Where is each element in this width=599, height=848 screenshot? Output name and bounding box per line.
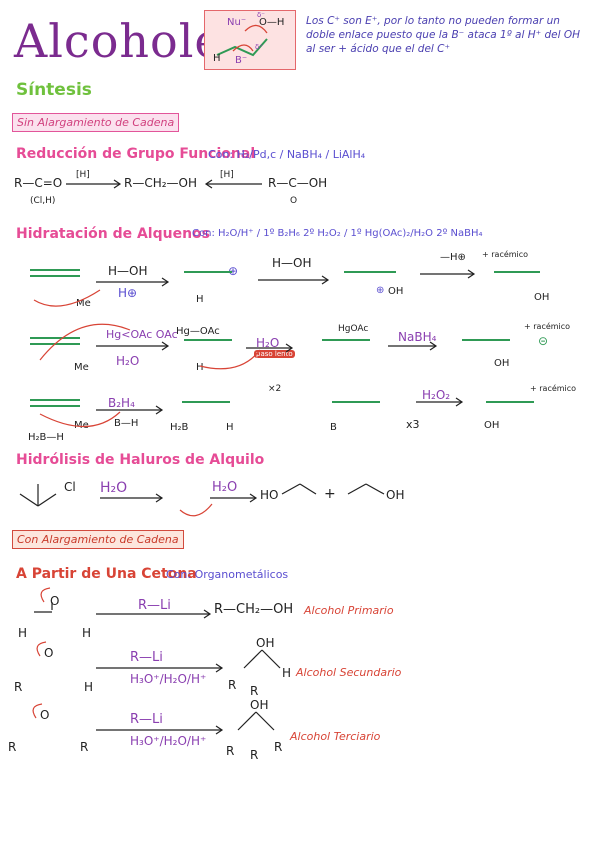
row3-x2: ×2	[268, 384, 282, 394]
row1-me-start: Me	[76, 298, 91, 309]
alcohol-middle: R—CH₂—OH	[124, 176, 198, 190]
reduccion-heading: Reducción de Grupo Funcional	[16, 146, 256, 162]
row1-oh-final: OH	[534, 292, 550, 303]
hidrolisis-product1: HO	[260, 488, 279, 502]
c3-r-prod1: R	[226, 744, 235, 758]
section-sin-alargamiento: Sin Alargamiento de Cadena	[12, 113, 180, 132]
row2-racemico: + racémico	[524, 322, 571, 331]
c2-workup: H₃O⁺/H₂O/H⁺	[130, 672, 207, 686]
row1-oxonium-plus: ⊕	[376, 285, 385, 296]
hidrolisis-reagent2: H₂O	[212, 480, 238, 495]
row3-x3: x3	[406, 418, 420, 431]
row2-oh: OH	[494, 358, 510, 369]
row2-reagent-top: Hg<OAc OAc	[106, 328, 178, 341]
cetona-heading: A Partir de Una Cetona	[16, 566, 197, 582]
delta-plus: δ⁺	[255, 43, 263, 51]
row3-racemico: + racémico	[530, 384, 577, 393]
aldehyde-substituent: (Cl,H)	[30, 196, 56, 206]
c2-oh: OH	[256, 636, 275, 650]
row2-paso-lento: paso lento	[254, 350, 295, 358]
c2-r-prod2: R	[250, 684, 259, 698]
row1-carbocation-plus: ⊕	[228, 264, 239, 278]
row2-reagent-bottom: H₂O	[116, 354, 140, 368]
c2-h-prod: H	[282, 666, 292, 680]
c3-oh: OH	[250, 698, 269, 712]
row2-hg-oac: Hg—OAc	[176, 326, 220, 337]
c2-o: O	[44, 646, 54, 660]
c3-label: Alcohol Terciario	[290, 730, 381, 743]
acid-right: R—C—OH	[268, 176, 328, 190]
delta-minus-o: δ⁻	[257, 11, 265, 19]
row1-reagent2: H—OH	[272, 256, 312, 270]
c3-r-prod3: R	[274, 740, 283, 754]
row3-reagent: B₂H₄	[108, 396, 135, 410]
c2-r1: R	[14, 680, 23, 694]
row3-b-h: B—H	[114, 418, 139, 429]
row3-oh: OH	[484, 420, 500, 431]
row2-nabh4: NaBH₄	[398, 330, 437, 344]
sintesis-heading: Síntesis	[16, 80, 92, 100]
hidrolisis-plus: +	[324, 486, 336, 502]
row2-me: Me	[74, 362, 89, 373]
row2-minus: ⊝	[538, 334, 549, 348]
row3-h2o2: H₂O₂	[422, 388, 451, 402]
hidratacion-conditions: Con: H₂O/H⁺ / 1º B₂H₆ 2º H₂O₂ / 1º Hg(OA…	[192, 228, 483, 239]
mechanism-note: Los C⁺ son E⁺, por lo tanto no pueden fo…	[306, 15, 581, 55]
row2-h: H	[196, 362, 204, 373]
c2-h: H	[84, 680, 94, 694]
c3-workup: H₃O⁺/H₂O/H⁺	[130, 734, 207, 748]
oh-label: O—H	[259, 17, 285, 28]
row3-me: Me	[74, 420, 89, 431]
row1-racemico: + racémico	[482, 250, 529, 259]
c2-reagent: R—Li	[130, 650, 163, 665]
cetona-conditions: Con: Organometálicos	[166, 568, 289, 581]
row1-oh-plus: OH	[388, 286, 404, 297]
c1-label: Alcohol Primario	[304, 604, 394, 617]
c1-h1: H	[18, 626, 28, 640]
row2-hgoac-product: HgOAc	[338, 324, 369, 334]
c3-r1: R	[8, 740, 17, 754]
reduccion-arrow1-label: [H]	[76, 170, 90, 180]
acid-carbonyl-o: O	[290, 196, 298, 206]
c2-r-prod1: R	[228, 678, 237, 692]
c2-label: Alcohol Secundario	[296, 666, 402, 679]
row3-h2b-h: H₂B—H	[28, 432, 64, 443]
reduccion-arrow2-label: [H]	[220, 170, 234, 180]
hidrolisis-product2: OH	[386, 488, 405, 502]
row1-reagent-bottom: H⊕	[118, 286, 138, 300]
section-con-alargamiento: Con Alargamiento de Cadena	[12, 530, 184, 549]
hidratacion-heading: Hidratación de Alquenos	[16, 226, 211, 242]
row3-b: B	[330, 422, 337, 433]
c1-h2: H	[82, 626, 92, 640]
row3-h2b: H₂B	[170, 422, 189, 433]
mechanism-box: Nu⁻ O—H δ⁻ δ⁺ H B⁻	[204, 10, 296, 70]
row3-h: H	[226, 422, 234, 433]
hidrolisis-cl: Cl	[64, 480, 76, 494]
c3-r2: R	[80, 740, 89, 754]
c3-reagent: R—Li	[130, 712, 163, 727]
row1-arrow3-label: —H⊕	[440, 252, 466, 263]
h-left: H	[213, 53, 221, 64]
c1-reagent: R—Li	[138, 598, 171, 613]
hidrolisis-heading: Hidrólisis de Haluros de Alquilo	[16, 452, 265, 468]
c3-r-prod2: R	[250, 748, 259, 762]
hidrolisis-reagent: H₂O	[100, 480, 128, 496]
c1-o: O	[50, 594, 60, 608]
aldehyde-left: R—C=O	[14, 176, 63, 190]
row2-h2o: H₂O	[256, 336, 280, 350]
reduccion-conditions: Con: H₂/Pd,c / NaBH₄ / LiAlH₄	[208, 148, 366, 161]
c3-o: O	[40, 708, 50, 722]
row1-h-start: H	[196, 294, 204, 305]
mechanism-drawing	[216, 24, 268, 57]
b-minus: B⁻	[235, 55, 248, 66]
nu-label: Nu⁻	[227, 17, 247, 28]
row1-reagent-top: H—OH	[108, 264, 148, 278]
c1-product: R—CH₂—OH	[214, 602, 294, 617]
